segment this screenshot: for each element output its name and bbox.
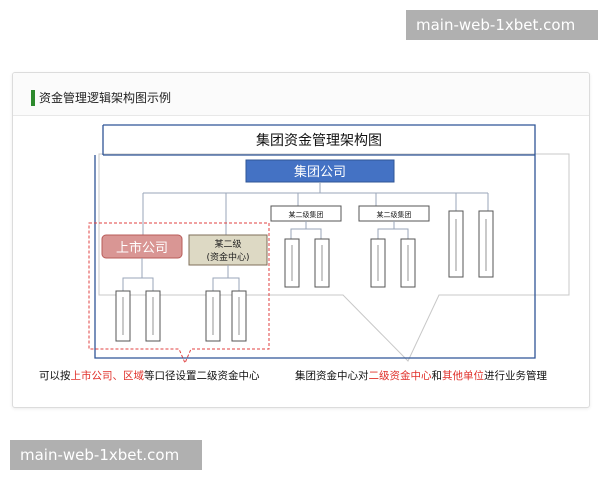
main-title: 集团资金管理架构图 — [256, 132, 382, 149]
lower-connectors — [122, 258, 240, 291]
subunit-text-marks — [122, 297, 240, 335]
secondary-center-box — [188, 234, 268, 266]
outer-gray-frame — [98, 153, 570, 362]
secondary-group-2-label: 某二级集团 — [377, 210, 412, 219]
secondary-group-1-label: 某二级集团 — [289, 210, 324, 219]
diagram-card: 资金管理逻辑架构图示例 集团资金管理架构图 集团公司 上市公司 某二级 (资金中… — [12, 72, 590, 408]
card-title: 资金管理逻辑架构图示例 — [39, 91, 172, 105]
left-red-dashed-callout — [88, 222, 270, 365]
main-blue-frame-lower — [94, 155, 536, 359]
secondary-center-label-1: 某二级 — [214, 238, 241, 250]
main-blue-frame — [102, 124, 536, 156]
watermark-top: main-web-1xbet.com — [406, 10, 598, 40]
secondary-center-label-2: (资金中心) — [206, 251, 249, 263]
card-header: 资金管理逻辑架构图示例 — [13, 73, 589, 116]
title-accent-bar — [31, 90, 35, 106]
subunit-text-marks — [291, 219, 487, 281]
left-caption: 可以按上市公司、区域等口径设置二级资金中心 — [39, 369, 260, 382]
watermark-bottom: main-web-1xbet.com — [10, 440, 202, 470]
architecture-diagram: 集团资金管理架构图 集团公司 上市公司 某二级 (资金中心) 某二级集团 某二级… — [39, 124, 570, 382]
group-children-connectors — [290, 221, 409, 239]
listed-company-label: 上市公司 — [116, 240, 168, 256]
connector-lines — [142, 182, 489, 235]
group-company-label: 集团公司 — [294, 164, 346, 180]
right-caption: 集团资金中心对二级资金中心和其他单位进行业务管理 — [295, 369, 547, 382]
